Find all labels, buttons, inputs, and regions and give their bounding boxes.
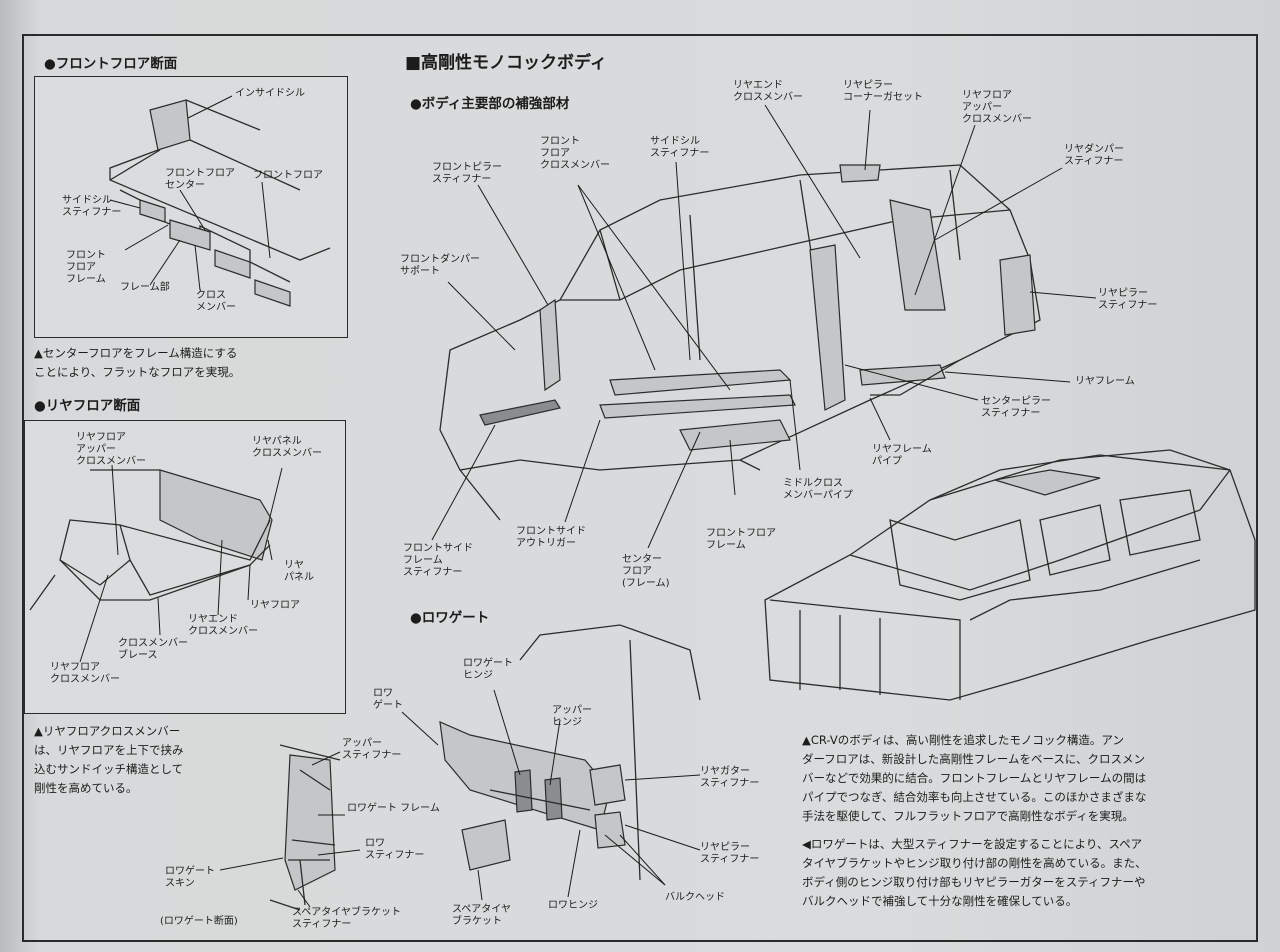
lower-gate-drawing [439,624,701,881]
label-center-floor-frame: センター フロア (フレーム) [622,554,670,589]
label-front-floor-cross: フロント フロア クロスメンバー [540,136,610,171]
label-front-pillar-stiffener: フロントピラー スティフナー [432,162,502,185]
label-front-side-outrigger: フロントサイド アウトリガー [516,526,586,549]
label-center-pillar-stiffener: センターピラー スティフナー [981,396,1051,419]
label-lower-hinge: ロワヒンジ [548,900,598,911]
vehicle-perspective-drawing [764,449,1256,701]
label-side-sill-stiffener: サイドシル スティフナー [62,195,122,218]
label-rear-floor-upper-cross-body: リヤフロア アッパー クロスメンバー [962,90,1032,125]
label-rear-floor-upper-cross: リヤフロア アッパー クロスメンバー [76,432,146,467]
label-rear-pillar-stiffener-gate: リヤピラー スティフナー [700,842,760,865]
body-heading: ●ボディ主要部の補強部材 [410,96,570,112]
main-title: ■高剛性モノコックボディ [405,53,607,73]
label-front-floor: フロントフロア [253,170,323,181]
label-front-damper-support: フロントダンパー サポート [400,254,480,277]
label-lower-gate: ロワ ゲート [373,688,403,711]
tailgate-caption: ◀ロワゲートは、大型スティフナーを設定することにより、スペア タイヤブラケットや… [802,837,1147,908]
page-frame [22,34,1258,942]
lower-gate-section-drawing [269,744,341,911]
label-lower-gate-section: (ロワゲート断面) [160,916,238,927]
rear-floor-section-drawing [29,469,273,611]
label-rear-floor-cross: リヤフロア クロスメンバー [50,662,120,685]
label-upper-hinge: アッパー ヒンジ [552,705,592,728]
front-floor-caption: ▲センターフロアをフレーム構造にする ことにより、フラットなフロアを実現。 [34,346,241,379]
label-rear-pillar-gusset: リヤピラー コーナーガセット [843,80,923,103]
label-rear-end-cross: リヤエンド クロスメンバー [188,614,258,637]
label-bulkhead: バルクヘッド [665,892,725,903]
label-rear-panel: リヤ パネル [284,560,314,583]
label-upper-stiffener: アッパー スティフナー [342,738,402,761]
label-rear-panel-cross: リヤパネル クロスメンバー [252,436,322,459]
label-lower-gate-frame: ロワゲート フレーム [347,803,440,814]
label-lower-gate-hinge: ロワゲート ヒンジ [463,658,513,681]
label-inside-sill: インサイドシル [235,88,305,99]
label-rear-pillar-stiffener: リヤピラー スティフナー [1098,288,1158,311]
label-rear-frame-pipe: リヤフレーム パイプ [872,444,932,467]
label-cross-member: クロス メンバー [196,290,236,313]
rear-floor-box [24,420,346,714]
label-rear-end-cross-body: リヤエンド クロスメンバー [733,80,803,103]
label-front-floor-center: フロントフロア センター [165,168,235,191]
rear-floor-caption: ▲リヤフロアクロスメンバー は、リヤフロアを上下で挟み 込むサンドイッチ構造とし… [34,724,184,795]
leader-lines [79,95,1097,908]
label-rear-damper-stiffener: リヤダンパー スティフナー [1064,144,1124,167]
tailgate-heading: ●ロワゲート [410,610,490,626]
label-middle-cross-pipe: ミドルクロス メンバーパイプ [783,478,853,501]
label-cross-brace: クロスメンバー ブレース [118,638,188,661]
label-spare-tire-bracket: スペアタイヤ ブラケット [452,904,511,927]
label-side-sill-stiffener-body: サイドシル スティフナー [650,136,710,159]
front-floor-heading: ●フロントフロア断面 [44,56,178,72]
label-front-floor-frame-body: フロントフロア フレーム [706,528,776,551]
label-lower-stiffener: ロワ スティフナー [365,838,425,861]
body-caption: ▲CR-Vのボディは、高い剛性を追求したモノコック構造。アン ダーフロアは、新設… [802,733,1147,823]
label-rear-gutter-stiffener: リヤガター スティフナー [700,766,760,789]
label-rear-frame: リヤフレーム [1075,376,1135,387]
front-floor-section-drawing [109,99,331,307]
body-structure-drawing [439,164,1041,521]
label-front-floor-frame: フロント フロア フレーム [66,250,106,285]
label-lower-gate-skin: ロワゲート スキン [165,866,215,889]
label-bracket-stiffener: スペアタイヤブラケット スティフナー [292,907,401,930]
label-frame-part: フレーム部 [120,282,170,293]
label-front-side-frame-stiffener: フロントサイド フレーム スティフナー [403,543,473,578]
rear-floor-heading: ●リヤフロア断面 [34,398,141,414]
label-rear-floor: リヤフロア [250,600,300,611]
